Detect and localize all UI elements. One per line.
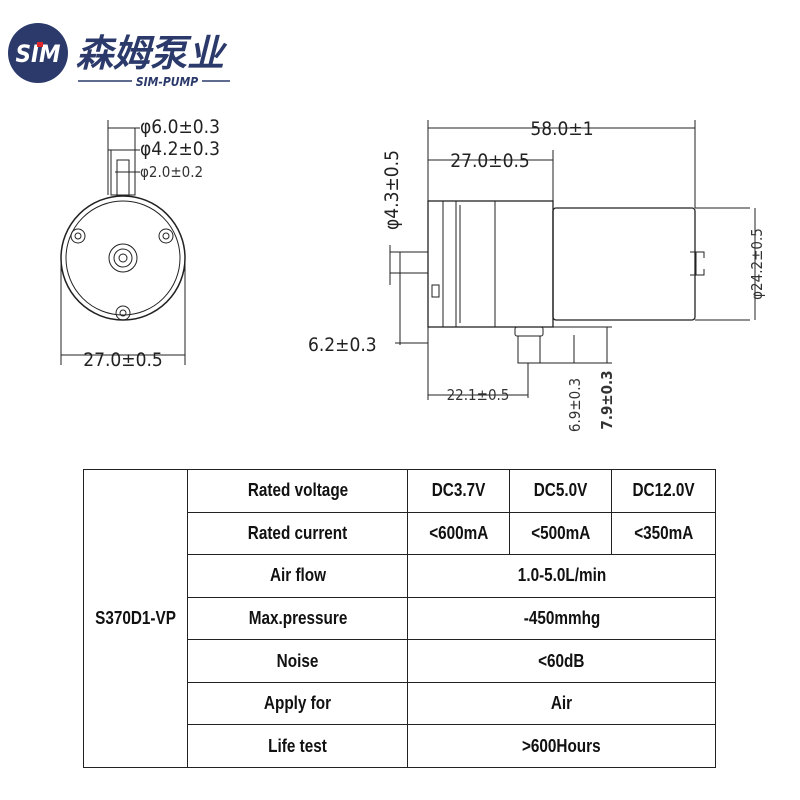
table-row: S370D1-VP Rated voltage DC3.7V DC5.0V DC… <box>83 469 716 768</box>
table-row: Noise <60dB <box>84 639 716 683</box>
model-cell: S370D1-VP <box>83 469 188 768</box>
row-label: Noise <box>186 639 409 683</box>
logo-accent <box>37 42 43 47</box>
row-label: Max.pressure <box>186 596 409 641</box>
front-view: φ6.0±0.3 φ4.2±0.3 φ2.0±0.2 27.0±0.5 <box>60 116 220 371</box>
table-row: Apply for Air <box>84 681 716 726</box>
row-label: Air flow <box>186 554 409 598</box>
row-value: 1.0-5.0L/min <box>407 554 716 598</box>
row-value: >600Hours <box>407 724 716 768</box>
front-dim-2-0: φ2.0±0.2 <box>140 163 203 181</box>
logo-chinese-name: 森姆泵业 <box>76 32 228 75</box>
dim-outlet-diameter: φ4.3±0.5 <box>381 150 403 230</box>
dim-outlet-length: 6.2±0.3 <box>308 334 377 356</box>
front-dim-width: 27.0±0.5 <box>83 349 163 371</box>
dim-inlet-height-a: 6.9±0.3 <box>566 378 584 432</box>
dim-inlet-height-b: 7.9±0.3 <box>598 370 616 429</box>
technical-drawing: φ6.0±0.3 φ4.2±0.3 φ2.0±0.2 27.0±0.5 58.0… <box>60 116 766 432</box>
dim-overall-length: 58.0±1 <box>530 118 593 140</box>
side-view: 58.0±1 27.0±0.5 φ4.3±0.5 6.2±0.3 22.1±0.… <box>308 118 766 432</box>
row-value: DC12.0V <box>611 469 716 513</box>
row-label: Rated voltage <box>186 469 409 513</box>
row-value: -450mmhg <box>407 596 716 641</box>
front-dim-6-0: φ6.0±0.3 <box>140 116 220 138</box>
row-value: <60dB <box>407 639 716 683</box>
logo-english-name: SIM-PUMP <box>136 75 198 89</box>
spec-table: S370D1-VP Rated voltage DC3.7V DC5.0V DC… <box>83 469 716 768</box>
sim-pump-logo: SIM 森姆泵业 SIM-PUMP <box>8 23 230 89</box>
row-value: DC5.0V <box>509 469 613 513</box>
row-value: <350mA <box>611 511 716 556</box>
row-value: <500mA <box>509 511 613 556</box>
front-dim-4-2: φ4.2±0.3 <box>140 138 220 160</box>
table-row: Max.pressure -450mmhg <box>84 596 716 641</box>
row-label: Rated current <box>186 511 409 556</box>
table-row: Air flow 1.0-5.0L/min <box>84 554 716 598</box>
dim-motor-diameter: φ24.2±0.5 <box>748 228 766 300</box>
row-label: Apply for <box>186 681 409 726</box>
row-value: Air <box>407 681 716 726</box>
dim-inlet-offset: 22.1±0.5 <box>447 386 510 404</box>
row-value: <600mA <box>407 511 511 556</box>
logo-circle <box>8 23 68 83</box>
row-value: DC3.7V <box>407 469 511 513</box>
table-row: Rated current <600mA <500mA <350mA <box>84 511 716 556</box>
table-row: Life test >600Hours <box>84 724 716 768</box>
row-label: Life test <box>186 724 409 768</box>
dim-head-length: 27.0±0.5 <box>450 150 530 172</box>
